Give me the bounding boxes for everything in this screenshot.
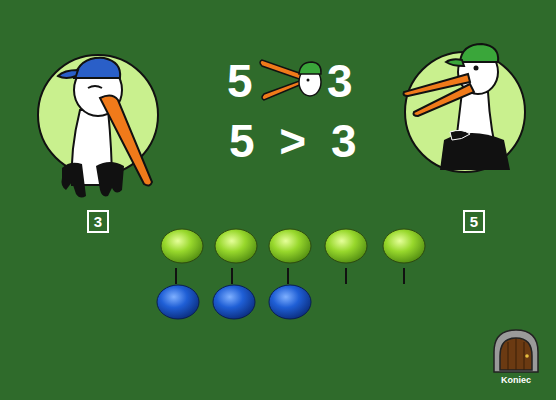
stone-arch	[494, 330, 538, 372]
blue-cap	[74, 58, 120, 78]
door-plank	[508, 342, 509, 370]
match-line	[403, 268, 405, 284]
count-box: 5	[463, 210, 485, 233]
exit-icon	[494, 330, 538, 372]
blue-ball	[157, 285, 199, 319]
comparison-text: 3	[327, 58, 353, 104]
count-number: 5	[470, 214, 478, 229]
wing-feathers	[62, 163, 87, 198]
left-stork	[38, 55, 158, 198]
stork-body	[440, 133, 510, 170]
comparison-text: 5	[227, 58, 253, 104]
match-line	[175, 268, 177, 284]
blue-ball	[269, 285, 311, 319]
match-line	[231, 268, 233, 284]
right-stork	[404, 44, 526, 172]
stork-eye	[474, 66, 479, 71]
exit-label: Koniec	[501, 376, 531, 385]
matching-lines	[176, 268, 404, 284]
pointing-hand	[450, 130, 470, 140]
stork-eye	[88, 86, 102, 88]
green-ball	[325, 229, 367, 263]
green-balls	[161, 229, 425, 263]
green-ball	[215, 229, 257, 263]
lower-beak	[262, 80, 302, 100]
cap-brim	[58, 70, 78, 78]
match-line	[345, 268, 347, 284]
green-cap	[460, 44, 498, 62]
door-plank	[524, 342, 525, 370]
cap-brim	[446, 59, 464, 66]
wing-feathers	[96, 162, 124, 196]
comparison-beak-symbol	[260, 60, 321, 100]
door	[500, 338, 532, 370]
green-ball	[161, 229, 203, 263]
green-cap	[299, 62, 321, 74]
lower-beak	[414, 84, 475, 116]
stork-eye	[307, 79, 310, 82]
door-plank	[516, 338, 517, 370]
green-ball	[269, 229, 311, 263]
upper-beak	[260, 60, 302, 80]
door-knob	[525, 354, 529, 358]
green-ball	[383, 229, 425, 263]
blue-balls	[157, 285, 311, 319]
comparison-text: 5 > 3	[229, 118, 357, 164]
match-line	[287, 268, 289, 284]
count-box: 3	[87, 210, 109, 233]
blue-ball	[213, 285, 255, 319]
count-number: 3	[94, 214, 102, 229]
